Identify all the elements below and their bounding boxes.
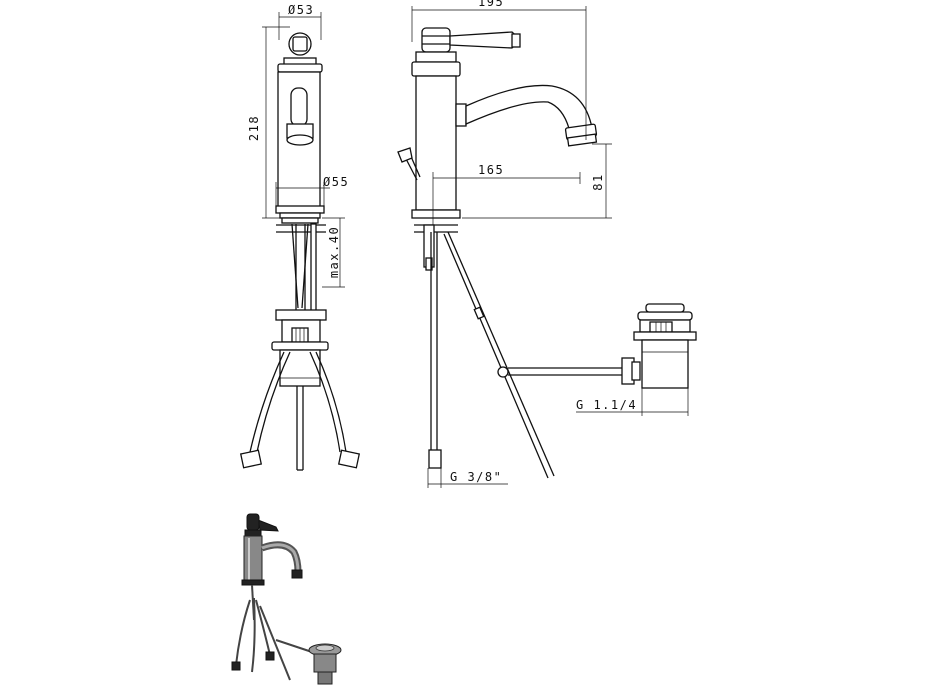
thread-g-1-1-4: G 1.1/4 xyxy=(576,398,637,412)
front-dimension-lines xyxy=(262,12,345,288)
dimension-dia-55: Ø55 xyxy=(323,175,349,189)
product-render xyxy=(231,513,342,685)
dimension-reach-165: 165 xyxy=(478,163,504,177)
side-view xyxy=(397,27,697,479)
dimension-height-218: 218 xyxy=(247,115,261,141)
front-view xyxy=(239,32,361,471)
dimension-height-81: 81 xyxy=(591,173,605,190)
thread-g-3-8: G 3/8" xyxy=(450,470,502,484)
side-dimension-lines xyxy=(411,6,689,488)
dimension-max-40: max.40 xyxy=(327,226,341,278)
dimension-dia-53: Ø53 xyxy=(288,3,314,17)
dimension-width-195: 195 xyxy=(478,0,504,9)
